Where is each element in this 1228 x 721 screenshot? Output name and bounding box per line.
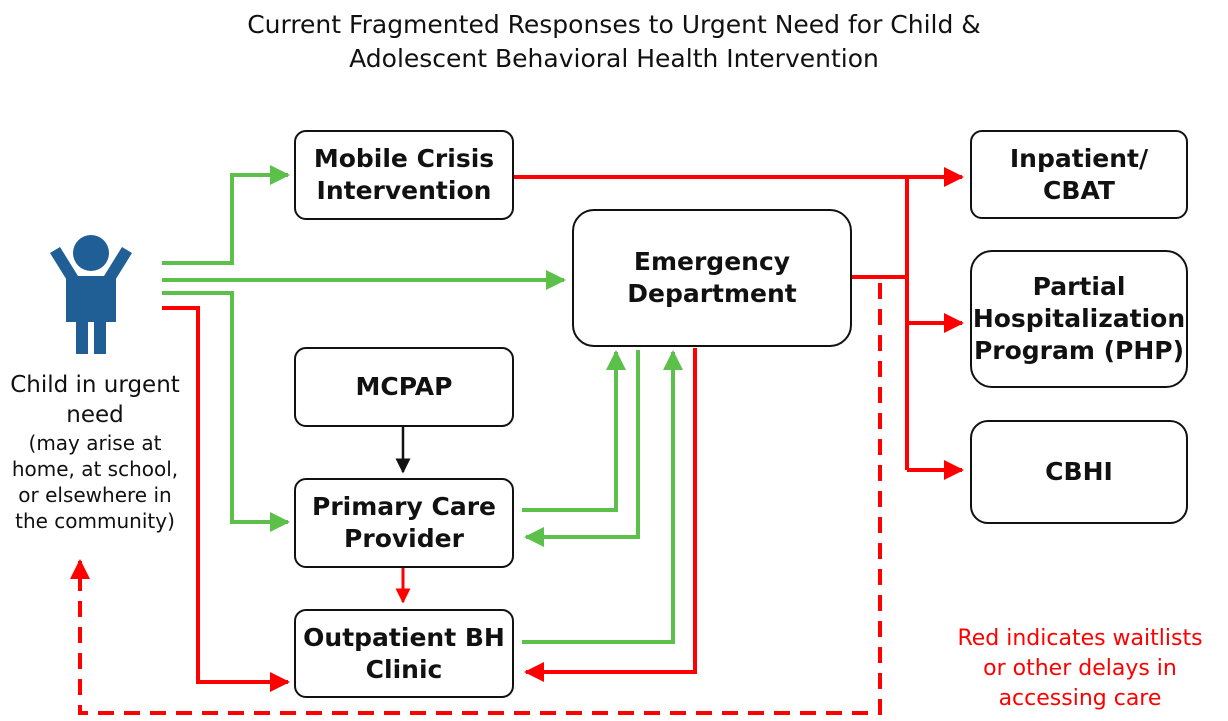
cbhi-box: CBHI [970, 420, 1188, 524]
emergency-department-box: Emergency Department [572, 209, 852, 347]
primary-care-label: Primary Care Provider [312, 492, 496, 553]
edge-child-to-mobile-crisis [162, 165, 290, 265]
child-sublabel: (may arise at home, at school, or elsewh… [11, 431, 179, 533]
child-label-group: Child in urgent need (may arise at home,… [0, 370, 190, 534]
legend-text: Red indicates waitlists or other delays … [957, 626, 1203, 711]
inpatient-cbat-label: Inpatient/ CBAT [1009, 143, 1149, 205]
mcpap-box: MCPAP [294, 347, 514, 427]
edge-child-to-primary-care [162, 291, 290, 532]
edge-emergency-department-to-outpatient-bh [524, 348, 697, 682]
php-label: Partial Hospitalization Program (PHP) [972, 272, 1186, 365]
person-arms-raised-icon [50, 235, 132, 354]
cbhi-label: CBHI [1045, 457, 1113, 486]
title-line-1: Current Fragmented Responses to Urgent N… [247, 10, 981, 39]
php-box: Partial Hospitalization Program (PHP) [970, 250, 1188, 388]
diagram-title: Current Fragmented Responses to Urgent N… [0, 8, 1228, 76]
edge-primary-care-to-emergency-department [522, 350, 626, 512]
mobile-crisis-box: Mobile Crisis Intervention [294, 130, 514, 220]
outpatient-bh-label: Outpatient BH Clinic [303, 622, 505, 684]
mcpap-label: MCPAP [355, 372, 453, 401]
primary-care-box: Primary Care Provider [294, 478, 514, 568]
title-line-2: Adolescent Behavioral Health Interventio… [349, 44, 879, 73]
edge-outpatient-bh-to-emergency-department [522, 350, 683, 644]
inpatient-cbat-box: Inpatient/ CBAT [970, 130, 1188, 219]
emergency-department-label: Emergency Department [627, 247, 797, 308]
outpatient-bh-box: Outpatient BH Clinic [294, 609, 514, 698]
edge-emergency-department-to-primary-care [524, 350, 640, 547]
edge-child-to-outpatient-bh [162, 306, 290, 692]
mobile-crisis-label: Mobile Crisis Intervention [313, 144, 495, 205]
child-label: Child in urgent need [10, 372, 180, 428]
edge-emergency-department-to-child-dashed [70, 283, 882, 715]
